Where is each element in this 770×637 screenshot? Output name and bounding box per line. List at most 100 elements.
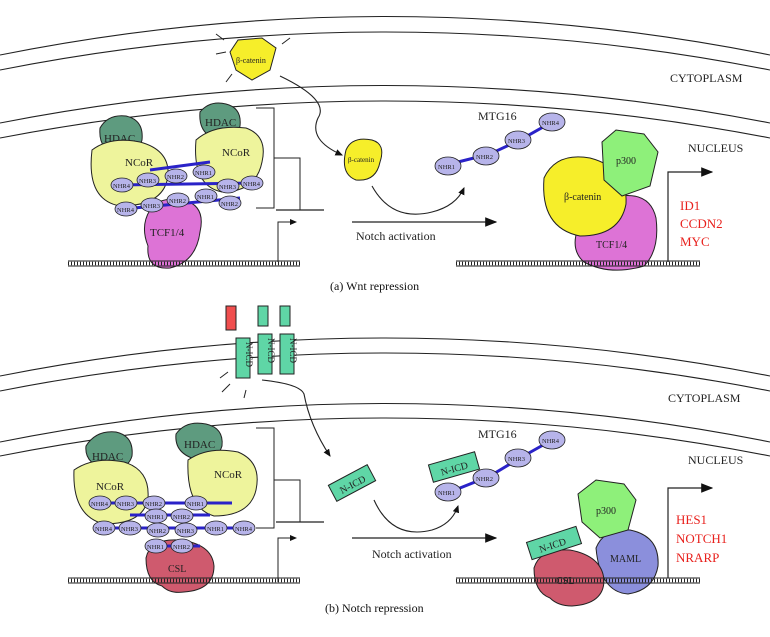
active-complex-b: MAML CSL N-ICD p300 bbox=[525, 479, 659, 607]
svg-text:NHR4: NHR4 bbox=[113, 183, 131, 190]
svg-text:NHR1: NHR1 bbox=[187, 501, 204, 508]
release-arrow-b bbox=[373, 499, 460, 533]
dna-right-b bbox=[456, 577, 700, 584]
svg-text:NCoR: NCoR bbox=[214, 469, 243, 481]
tss-arrow-right-b bbox=[667, 483, 714, 578]
svg-text:HDAC: HDAC bbox=[205, 117, 236, 129]
caption-b: (b) Notch repression bbox=[325, 601, 424, 615]
mtg16-tetramer-a: NHR4 NHR3 NHR2 NHR1 NHR3 NHR4 NHR4 NHR3 … bbox=[110, 160, 264, 217]
target-gene-b-3: NRARP bbox=[676, 550, 719, 565]
svg-text:NHR3: NHR3 bbox=[117, 501, 134, 508]
svg-text:NHR3: NHR3 bbox=[139, 178, 156, 185]
cytoplasm-label-b: CYTOPLASM bbox=[668, 391, 741, 405]
svg-text:NCoR: NCoR bbox=[222, 147, 251, 159]
svg-text:NHR1: NHR1 bbox=[207, 526, 224, 533]
translocation-arrow bbox=[279, 75, 344, 156]
mtg16-free-b: NHR1 NHR2 NHR3 NHR4 N-ICD bbox=[427, 430, 566, 502]
svg-text:NHR2: NHR2 bbox=[149, 528, 166, 535]
svg-text:TCF1/4: TCF1/4 bbox=[596, 240, 627, 251]
repression-bracket-b bbox=[256, 427, 301, 529]
release-arrow bbox=[371, 185, 465, 215]
panel-b: CYTOPLASM NUCLEUS N-ICD N-ICD N-ICD N-IC… bbox=[0, 305, 770, 615]
caption-a: (a) Wnt repression bbox=[330, 279, 419, 293]
target-gene-a-1: ID1 bbox=[680, 198, 700, 213]
svg-text:β-catenin: β-catenin bbox=[348, 156, 375, 164]
p300-b bbox=[577, 479, 637, 539]
svg-text:p300: p300 bbox=[596, 506, 616, 517]
mtg16-label: MTG16 bbox=[478, 109, 517, 123]
svg-text:TCF1/4: TCF1/4 bbox=[150, 227, 185, 239]
svg-text:NHR1: NHR1 bbox=[197, 194, 214, 201]
svg-text:β-catenin: β-catenin bbox=[236, 56, 266, 65]
notch-activation-label: Notch activation bbox=[356, 229, 436, 243]
cell-membrane-inner-b bbox=[0, 352, 770, 392]
svg-text:NHR2: NHR2 bbox=[221, 201, 238, 208]
p300-a bbox=[601, 129, 659, 197]
svg-text:CSL: CSL bbox=[556, 576, 574, 587]
cell-membrane-outer-b bbox=[0, 337, 770, 377]
ncor-left bbox=[90, 139, 169, 207]
svg-text:NCoR: NCoR bbox=[125, 157, 154, 169]
mtg16-label-b: MTG16 bbox=[478, 427, 517, 441]
nuclear-envelope-outer bbox=[0, 84, 770, 124]
tss-arrow-right-a bbox=[667, 167, 714, 262]
mtg16-free-a: NHR1 NHR2 NHR3 NHR4 bbox=[434, 112, 566, 176]
svg-text:N-ICD: N-ICD bbox=[266, 338, 276, 363]
svg-text:NHR3: NHR3 bbox=[143, 203, 160, 210]
cell-membrane-outer bbox=[0, 15, 770, 56]
svg-text:NHR4: NHR4 bbox=[95, 526, 113, 533]
svg-text:NHR4: NHR4 bbox=[117, 207, 135, 214]
svg-text:NHR1: NHR1 bbox=[147, 544, 164, 551]
target-gene-b-1: HES1 bbox=[676, 512, 707, 527]
svg-text:NHR2: NHR2 bbox=[167, 174, 184, 181]
svg-text:NHR3: NHR3 bbox=[177, 528, 194, 535]
mtg16-tetramer-b: NHR4 NHR3 NHR2 NHR1 NHR1 NHR2 NHR4 NHR3 … bbox=[88, 495, 256, 554]
notch-activation-label-b: Notch activation bbox=[372, 547, 452, 561]
cytoplasm-label: CYTOPLASM bbox=[670, 71, 743, 85]
target-gene-a-3: MYC bbox=[680, 234, 710, 249]
nucleus-label-b: NUCLEUS bbox=[688, 453, 743, 467]
svg-text:CSL: CSL bbox=[168, 564, 186, 575]
svg-text:NHR2: NHR2 bbox=[145, 501, 162, 508]
svg-text:NHR2: NHR2 bbox=[173, 544, 190, 551]
svg-text:NHR1: NHR1 bbox=[438, 164, 455, 171]
repressor-complex-a: HDAC NCoR HDAC NCoR TCF1/4 bbox=[90, 102, 264, 269]
svg-text:N-ICD: N-ICD bbox=[244, 342, 254, 367]
svg-text:HDAC: HDAC bbox=[92, 451, 123, 463]
target-gene-a-2: CCDN2 bbox=[680, 216, 723, 231]
beta-catenin-nuclear: β-catenin bbox=[343, 138, 383, 181]
nicd-translocation-arrow bbox=[261, 379, 331, 457]
target-gene-b-2: NOTCH1 bbox=[676, 531, 727, 546]
svg-text:NHR3: NHR3 bbox=[121, 526, 138, 533]
svg-text:NHR4: NHR4 bbox=[243, 181, 261, 188]
nicd-nuclear: N-ICD bbox=[327, 464, 377, 502]
svg-text:NHR3: NHR3 bbox=[508, 456, 525, 463]
svg-text:NHR4: NHR4 bbox=[91, 501, 109, 508]
beta-catenin-cytoplasm: β-catenin bbox=[215, 33, 291, 83]
svg-text:N-ICD: N-ICD bbox=[288, 338, 298, 363]
svg-text:NCoR: NCoR bbox=[96, 481, 125, 493]
svg-text:NHR1: NHR1 bbox=[438, 490, 455, 497]
svg-text:NHR4: NHR4 bbox=[542, 438, 560, 445]
dna-right-a bbox=[456, 260, 700, 267]
svg-text:NHR2: NHR2 bbox=[476, 476, 493, 483]
svg-text:NHR3: NHR3 bbox=[219, 184, 236, 191]
svg-text:p300: p300 bbox=[616, 156, 636, 167]
svg-text:NHR4: NHR4 bbox=[235, 526, 253, 533]
svg-text:NHR1: NHR1 bbox=[147, 514, 164, 521]
svg-text:MAML: MAML bbox=[610, 554, 641, 565]
notch-receptors: N-ICD N-ICD N-ICD bbox=[219, 305, 298, 399]
svg-text:NHR3: NHR3 bbox=[508, 138, 525, 145]
panel-a: CYTOPLASM NUCLEUS β-catenin β-catenin HD… bbox=[0, 15, 770, 293]
repressor-complex-b: HDAC NCoR HDAC NCoR CSL bbox=[73, 422, 258, 593]
repression-bracket bbox=[256, 107, 301, 210]
active-complex-a: TCF1/4 β-catenin p300 bbox=[543, 129, 659, 271]
svg-text:NHR2: NHR2 bbox=[476, 154, 493, 161]
dna-left-b bbox=[68, 577, 300, 584]
svg-text:NHR2: NHR2 bbox=[173, 514, 190, 521]
svg-text:HDAC: HDAC bbox=[184, 439, 215, 451]
svg-text:NHR2: NHR2 bbox=[169, 198, 186, 205]
cell-membrane-inner bbox=[0, 31, 770, 71]
tss-arrow-left-b bbox=[277, 535, 297, 582]
tss-arrow-left bbox=[277, 219, 297, 262]
